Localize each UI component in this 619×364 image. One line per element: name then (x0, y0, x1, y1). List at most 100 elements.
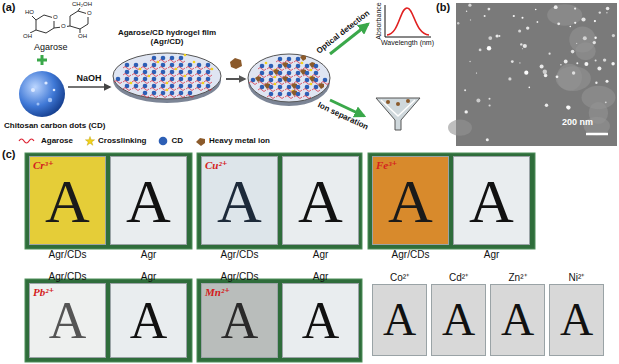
decoration (294, 68, 302, 71)
decoration (606, 80, 609, 83)
decoration (489, 104, 491, 106)
decoration (186, 88, 194, 91)
arrow-label: Optical detection (315, 8, 372, 55)
decoration (168, 88, 176, 91)
decoration (303, 96, 311, 99)
sample-label: Agr/CDs (221, 249, 259, 261)
printed-letter: A (45, 170, 90, 232)
film-photo: Cu²⁺AAgr/CDs (201, 156, 278, 245)
sample-label: Agr (313, 271, 329, 283)
decoration (582, 86, 616, 110)
decoration (132, 74, 140, 77)
film (248, 54, 330, 102)
decoration (487, 46, 491, 50)
funnel (376, 98, 420, 130)
decoration (464, 89, 466, 91)
decoration (522, 17, 524, 19)
scale-bar (586, 133, 608, 136)
atom-label: OH (77, 33, 88, 40)
structure-label: Agarose (34, 42, 68, 52)
decoration (150, 67, 158, 70)
decoration (547, 4, 582, 25)
decoration (368, 153, 535, 249)
decoration (468, 4, 471, 7)
decoration (177, 67, 185, 70)
legend-swatch (18, 137, 38, 145)
decoration (195, 67, 203, 70)
decoration (595, 82, 597, 84)
legend-text: CD (171, 136, 183, 145)
decoration (537, 21, 539, 23)
decoration (123, 74, 131, 77)
decoration (564, 60, 568, 64)
decoration (19, 139, 34, 143)
carbon-dot-sphere: Chitosan carbon dots (CD) (18, 70, 66, 118)
decoration (529, 87, 531, 89)
decoration (18, 70, 66, 118)
sample-label: Agr (313, 249, 329, 261)
decoration (168, 95, 176, 98)
film-photo: AAgr (110, 283, 187, 358)
film-photo: Fe³⁺AAgr/CDs (372, 156, 449, 245)
agarose-structure (30, 8, 88, 33)
decoration (520, 43, 522, 45)
decoration (488, 36, 492, 40)
decoration (285, 82, 293, 85)
decoration (123, 88, 131, 91)
decoration (566, 106, 570, 110)
decoration (258, 82, 266, 85)
decoration (310, 69, 313, 72)
decoration (25, 153, 192, 249)
decoration (168, 81, 176, 84)
decoration (318, 83, 324, 89)
decoration (175, 68, 178, 71)
ion-label: Ni²⁺ (569, 272, 585, 284)
printed-letter: A (302, 295, 340, 347)
decoration (572, 71, 575, 74)
film-photo: Cd²⁺A (431, 284, 486, 356)
decoration (177, 95, 185, 98)
decoration (193, 61, 196, 64)
sample-label: Agr (484, 249, 500, 261)
decoration (184, 54, 187, 57)
decoration (150, 81, 158, 84)
decoration (157, 61, 160, 64)
printed-letter: A (560, 297, 593, 343)
decoration (522, 48, 523, 49)
film-photo: Pb²⁺AAgr/CDs (29, 283, 106, 358)
film-photo: AAgr (282, 283, 359, 358)
film-pattern (249, 55, 329, 99)
decoration (177, 81, 185, 84)
photo-background (25, 153, 535, 362)
decoration (606, 7, 610, 11)
node-label: Chitosan carbon dots (CD) (4, 121, 105, 130)
decoration (31, 88, 35, 92)
decoration (381, 100, 415, 116)
atom-label: OH (22, 33, 33, 40)
decoration (141, 67, 149, 70)
panel-letter: (a) (2, 1, 15, 14)
decoration (276, 89, 284, 92)
decoration (265, 62, 268, 65)
decoration (605, 101, 607, 103)
printed-letter: A (49, 295, 87, 347)
decoration (595, 59, 597, 61)
decoration (18, 137, 38, 145)
ion-label: Zn²⁺ (509, 272, 527, 284)
decoration (535, 9, 537, 11)
decoration (158, 136, 168, 146)
decoration (312, 68, 320, 71)
printed-letter: A (130, 295, 168, 347)
decoration (511, 60, 514, 63)
decoration (310, 83, 313, 86)
panel-letter: (b) (436, 1, 450, 14)
decoration (574, 22, 576, 24)
decoration (526, 26, 529, 29)
decoration (540, 65, 544, 69)
decoration (557, 22, 560, 25)
decoration (186, 81, 194, 84)
decoration (274, 76, 277, 79)
decoration (499, 35, 501, 37)
decoration (554, 5, 558, 9)
decoration (139, 68, 142, 71)
